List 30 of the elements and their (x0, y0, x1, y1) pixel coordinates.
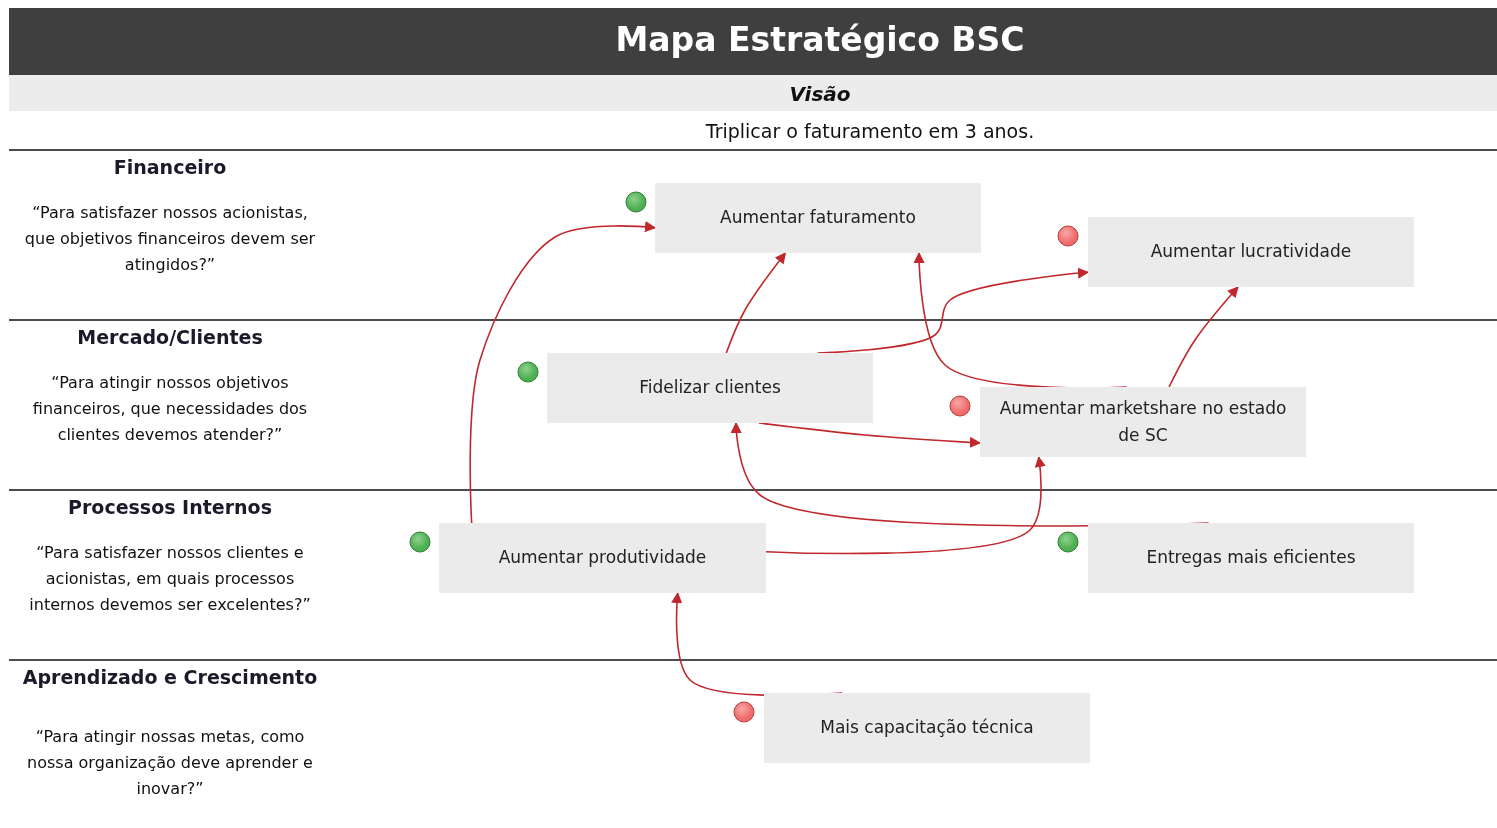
perspective-question: “Para atingir nossas metas, como nossa organização deve aprender e inovar?” (26, 726, 314, 801)
diagram-title: Mapa Estratégico BSC (614, 20, 1026, 59)
arrow (469, 221, 657, 524)
vision-text: Triplicar o faturamento em 3 anos. (704, 119, 1036, 144)
perspective-heading: Financeiro (112, 156, 228, 179)
objective-box (439, 523, 766, 593)
objective-box (1088, 217, 1414, 287)
objective-box (980, 387, 1306, 457)
objective-box (547, 353, 873, 423)
perspective-heading: Mercado/Clientes (76, 326, 264, 349)
perspective-heading: Aprendizado e Crescimento (21, 666, 319, 689)
band-heading: Visão (788, 82, 852, 106)
objective-text: Aumentar lucratividade (1150, 240, 1352, 264)
arrow (765, 455, 1046, 555)
arrow (1168, 286, 1239, 388)
objective-text: Mais capacitação técnica (820, 716, 1034, 740)
objective-text: Aumentar marketshare no estado de SC (998, 396, 1288, 447)
perspective-question: “Para satisfazer nossos acionistas, que objetivos financeiros devem ser atingidos?” (23, 202, 317, 277)
objective-text: Entregas mais eficientes (1146, 546, 1356, 570)
objective-text: Aumentar faturamento (720, 206, 916, 230)
perspective-question: “Para atingir nossos objetivos financeiros, que necessidades dos clientes devemos atender?” (31, 372, 309, 447)
objective-box (655, 183, 981, 253)
perspective-heading: Processos Internos (67, 496, 273, 519)
objective-text: Fidelizar clientes (639, 376, 781, 400)
objective-box (764, 693, 1090, 763)
arrow (725, 252, 787, 354)
objective-text: Aumentar produtividade (498, 546, 707, 570)
perspective-question: “Para satisfazer nossos clientes e acionistas, em quais processos internos devemos ser excelentes?” (28, 542, 312, 617)
objective-box (1088, 523, 1414, 593)
arrow (816, 267, 1090, 354)
